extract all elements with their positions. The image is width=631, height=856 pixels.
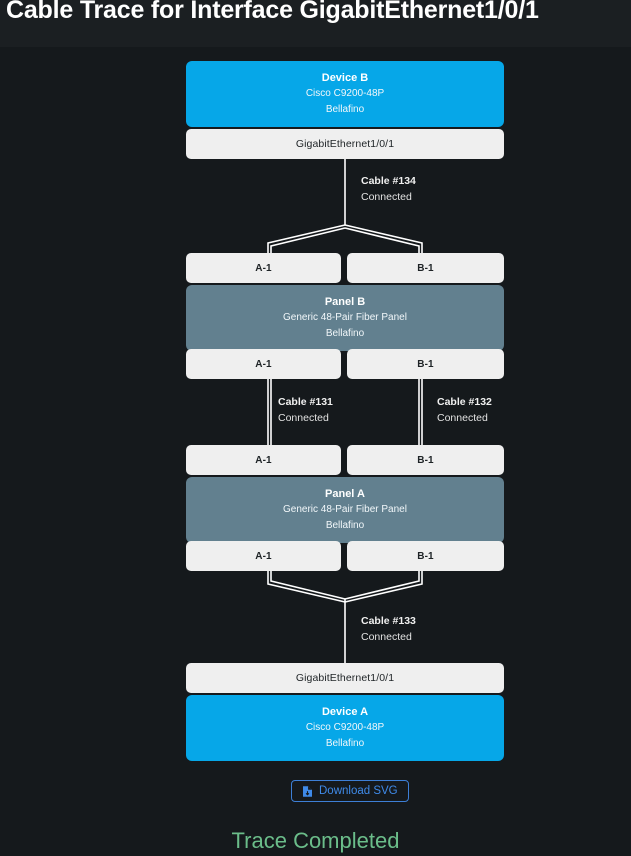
cable-id: Cable #131 [278, 396, 333, 408]
node-model: Generic 48-Pair Fiber Panel [283, 504, 407, 516]
node-model: Generic 48-Pair Fiber Panel [283, 312, 407, 324]
download-svg-button[interactable]: Download SVG [291, 780, 409, 802]
cable-status: Connected [278, 411, 329, 424]
node-title: Panel A [325, 487, 365, 500]
cable-id: Cable #134 [361, 175, 416, 187]
port-panel-a-top-right[interactable]: B-1 [347, 445, 504, 475]
page-header: Cable Trace for Interface GigabitEtherne… [0, 0, 631, 47]
node-panel-a[interactable]: Panel A Generic 48-Pair Fiber Panel Bell… [186, 477, 504, 543]
port-panel-a-bottom-left[interactable]: A-1 [186, 541, 341, 571]
port-panel-a-top-left[interactable]: A-1 [186, 445, 341, 475]
node-panel-b[interactable]: Panel B Generic 48-Pair Fiber Panel Bell… [186, 285, 504, 351]
cable-status: Connected [437, 411, 488, 424]
cable-label-134: Cable #134 Connected [361, 174, 416, 206]
connector-cable-133-right [344, 568, 423, 603]
connector-cable-133-right-b [344, 568, 420, 600]
port-panel-b-bottom-left[interactable]: A-1 [186, 349, 341, 379]
cable-trace-diagram: Device B Cisco C9200-48P Bellafino Gigab… [0, 47, 631, 767]
port-panel-b-top-right[interactable]: B-1 [347, 253, 504, 283]
node-device-b[interactable]: Device B Cisco C9200-48P Bellafino [186, 61, 504, 127]
node-model: Cisco C9200-48P [305, 88, 385, 100]
file-download-icon [302, 785, 313, 798]
node-title: Panel B [324, 295, 366, 308]
cable-id: Cable #133 [361, 615, 416, 627]
port-device-b-interface[interactable]: GigabitEthernet1/0/1 [186, 129, 504, 159]
cable-label-133: Cable #133 Connected [361, 614, 416, 646]
port-panel-b-top-left[interactable]: A-1 [186, 253, 341, 283]
trace-status-text: Trace Completed [231, 828, 400, 853]
cable-label-132: Cable #132 Connected [437, 395, 492, 427]
node-title: Device A [321, 705, 369, 718]
cable-status: Connected [361, 630, 412, 643]
download-svg-label: Download SVG [319, 785, 398, 797]
node-site: Bellafino [325, 103, 365, 115]
node-site: Bellafino [325, 737, 365, 749]
node-model: Cisco C9200-48P [305, 722, 385, 734]
connector-cable-133-left-b [270, 568, 346, 600]
node-title: Device B [321, 71, 369, 84]
cable-id: Cable #132 [437, 396, 492, 408]
port-panel-a-bottom-right[interactable]: B-1 [347, 541, 504, 571]
node-site: Bellafino [325, 519, 365, 531]
connector-lines-layer [267, 159, 423, 665]
connector-cable-133-left [267, 568, 346, 603]
cable-status: Connected [361, 190, 412, 203]
port-device-a-interface[interactable]: GigabitEthernet1/0/1 [186, 663, 504, 693]
node-site: Bellafino [325, 327, 365, 339]
page-title: Cable Trace for Interface GigabitEtherne… [6, 0, 539, 24]
node-device-a[interactable]: Device A Cisco C9200-48P Bellafino [186, 695, 504, 761]
port-panel-b-bottom-right[interactable]: B-1 [347, 349, 504, 379]
cable-label-131: Cable #131 Connected [278, 395, 333, 427]
